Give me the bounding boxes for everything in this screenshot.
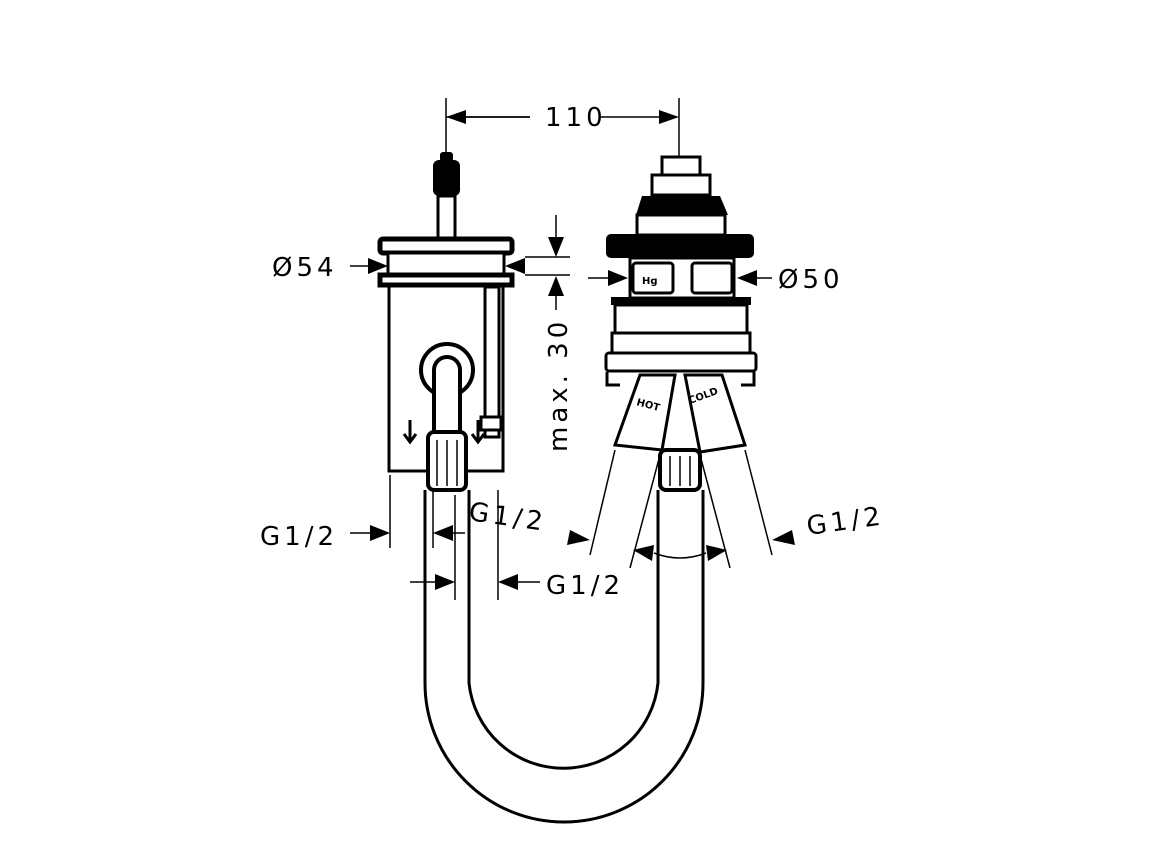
thread-dimensions: G1/2 G1/2 G1/2 G1/2 [260,449,886,601]
max-depth-label: max. 30 [544,318,574,452]
thread-right-label: G1/2 [805,501,886,542]
max-depth-dimension: max. 30 [544,215,574,452]
left-valve-body [377,152,515,492]
logo-marking: Hg [642,276,658,287]
spacing-dimension: 110 [445,98,680,160]
flex-hose [423,490,705,824]
spacing-label: 110 [545,103,607,133]
left-diameter-label: Ø54 [272,253,338,283]
right-valve-body: Hg HOT COLD [604,155,758,492]
right-diameter-dimension: Ø50 [588,265,844,295]
right-diameter-label: Ø50 [778,265,844,295]
thread-left-outer-label: G1/2 [260,522,338,552]
thread-left-inner-label: G1/2 [467,497,548,538]
left-diameter-dimension: Ø54 [272,253,570,283]
thread-center-label: G1/2 [546,571,624,601]
